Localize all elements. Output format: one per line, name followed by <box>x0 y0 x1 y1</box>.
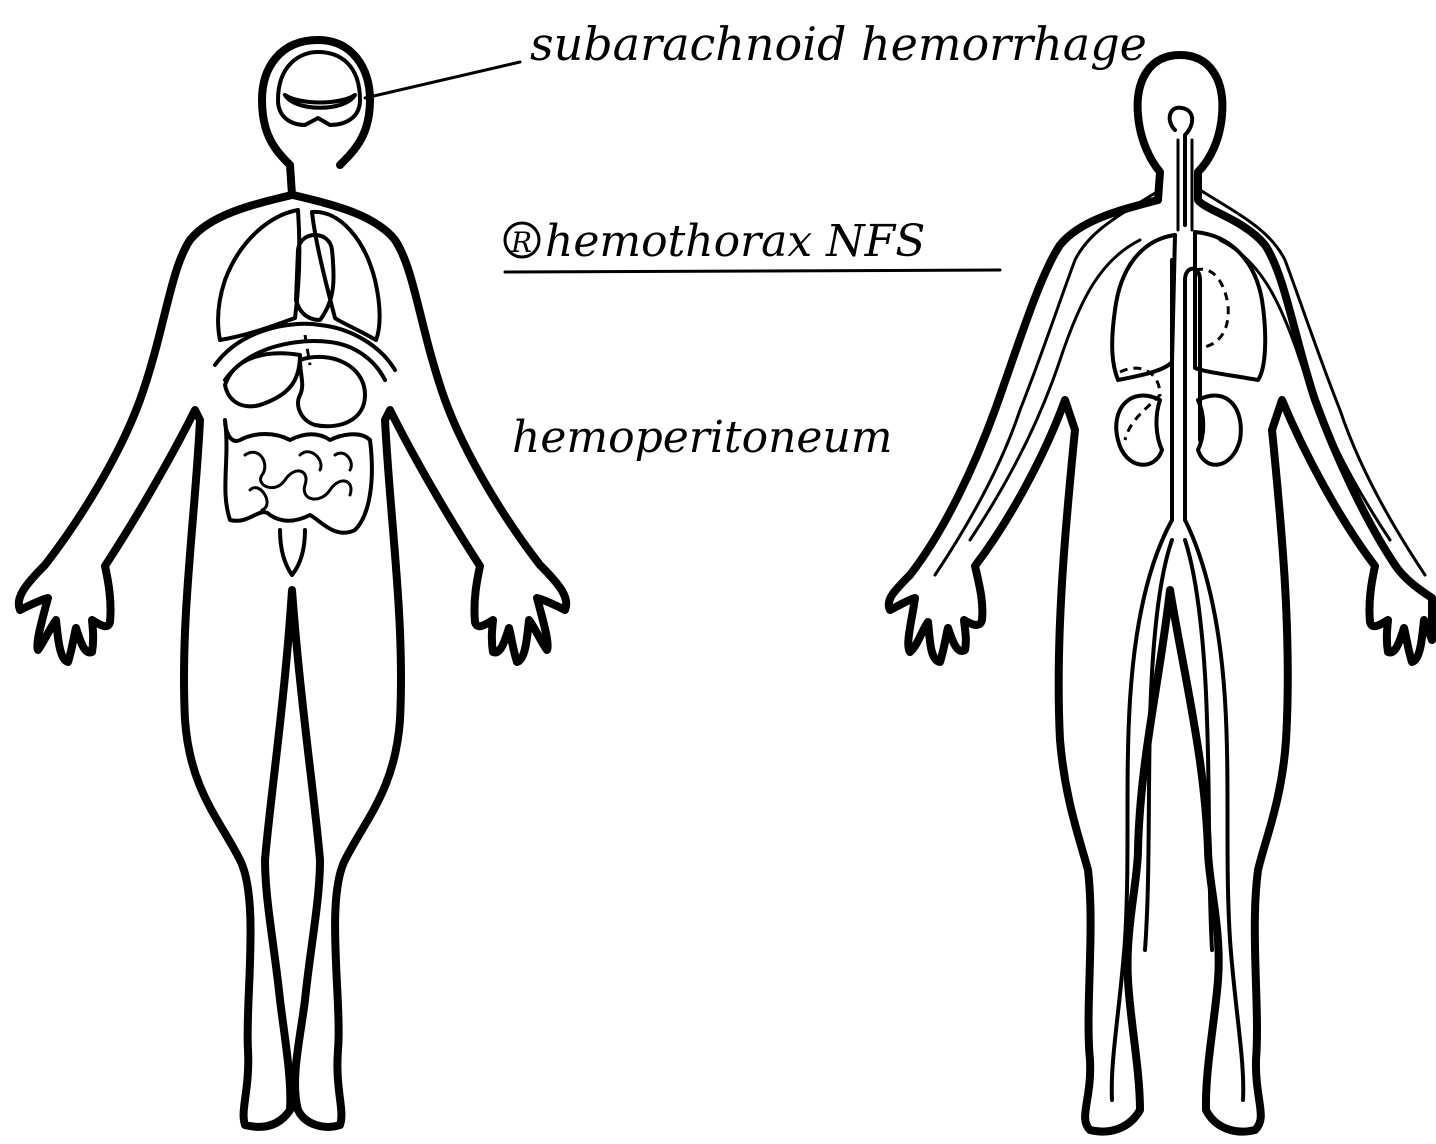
bladder <box>280 530 305 575</box>
vascular-right-lung <box>1112 235 1175 380</box>
right-kidney <box>1116 396 1162 465</box>
right-lung <box>218 210 299 340</box>
stomach <box>298 357 365 426</box>
small-bowel-loops <box>245 452 351 510</box>
subarachnoid-label: subarachnoid hemorrhage <box>530 17 1147 71</box>
skull-inner <box>278 52 360 125</box>
back-body-figure <box>889 55 1432 1132</box>
front-body-outline <box>19 40 567 1127</box>
hemothorax-underline <box>505 270 1000 272</box>
front-body-figure <box>19 40 567 1127</box>
left-kidney <box>1198 396 1241 465</box>
liver <box>225 353 300 406</box>
hemoperitoneum-label: hemoperitoneum <box>512 412 893 463</box>
hemothorax-label: hemothorax NFS <box>545 216 925 267</box>
subarachnoid-region <box>285 95 355 108</box>
intestines <box>225 420 372 533</box>
left-lung <box>312 212 380 340</box>
subarachnoid-leader-line <box>365 62 520 98</box>
vascular-left-lung <box>1195 232 1265 380</box>
hemothorax-marker: R <box>510 226 532 259</box>
cerebral-vessel <box>1170 108 1193 225</box>
heart <box>296 235 334 320</box>
